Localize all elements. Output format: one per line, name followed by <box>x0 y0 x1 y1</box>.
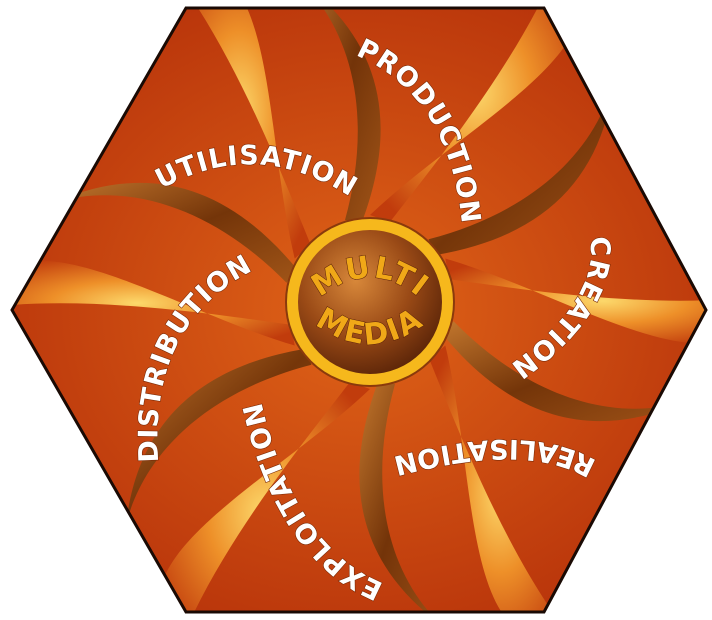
swirl-groove <box>428 80 614 256</box>
swirl-groove <box>300 8 381 222</box>
swirl-blade <box>445 258 706 344</box>
swirl-groove <box>359 382 440 612</box>
swirl-blade <box>168 8 311 259</box>
center-hub: MULTI MEDIA <box>285 217 455 387</box>
swirl-blade <box>12 260 295 346</box>
swirl-blade <box>429 345 572 612</box>
swirl-groove <box>126 348 312 524</box>
hexagon-outline <box>10 6 708 614</box>
center-sphere <box>298 230 442 374</box>
